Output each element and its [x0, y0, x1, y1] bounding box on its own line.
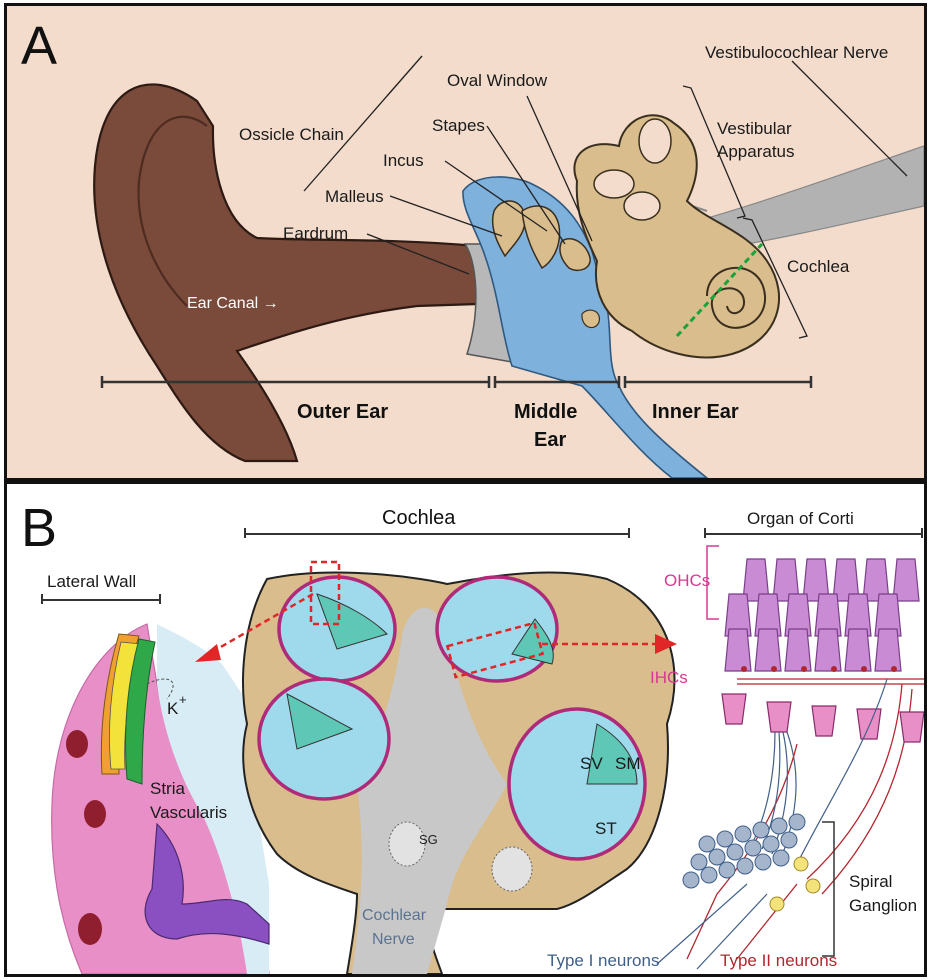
- label-type2-neurons: Type II neurons: [720, 951, 837, 970]
- label-spiral-line2: Ganglion: [849, 896, 917, 915]
- label-cochlear-nerve-line1: Cochlear: [362, 907, 427, 924]
- vessel-3: [78, 913, 102, 945]
- outer-hair-cells: [725, 559, 919, 671]
- label-stapes: Stapes: [432, 116, 485, 135]
- label-inner-ear: Inner Ear: [652, 401, 739, 423]
- label-sm: SM: [615, 754, 641, 773]
- type2-fibers: [687, 679, 924, 959]
- panel-b-drawing: K + SV SM ST SG Cochlear Nerve: [7, 484, 924, 974]
- label-k-plus: K: [167, 699, 179, 718]
- semicircular-canal-1: [594, 170, 634, 198]
- label-ear-canal: Ear Canal →: [187, 295, 279, 312]
- label-middle-ear-line2: Ear: [534, 429, 566, 451]
- label-type1-neurons: Type I neurons: [547, 951, 659, 970]
- label-ossicle-chain: Ossicle Chain: [239, 125, 344, 144]
- panel-b-letter: B: [21, 498, 57, 558]
- heading-cochlea: Cochlea: [382, 507, 456, 529]
- panel-a-letter: A: [21, 16, 57, 76]
- label-ohcs: OHCs: [664, 571, 710, 590]
- label-vestibular-line2: Apparatus: [717, 142, 795, 161]
- panel-b: K + SV SM ST SG Cochlear Nerve: [4, 481, 927, 977]
- label-vestibular-line1: Vestibular: [717, 119, 792, 138]
- label-k-plus-sup: +: [179, 692, 187, 707]
- label-stria-line2: Vascularis: [150, 803, 227, 822]
- label-cochlea-a: Cochlea: [787, 257, 850, 276]
- spiral-ganglion-2: [492, 847, 532, 891]
- label-outer-ear: Outer Ear: [297, 401, 388, 423]
- spiral-ganglion-cells: [683, 814, 805, 888]
- panel-a: A Vestibulocochlear Nerve Oval Window Os…: [4, 3, 927, 481]
- semicircular-canal-2: [639, 119, 671, 163]
- vessel-2: [84, 800, 106, 828]
- label-eardrum: Eardrum: [283, 224, 348, 243]
- label-sg: SG: [419, 832, 438, 847]
- label-sv: SV: [580, 754, 603, 773]
- label-malleus: Malleus: [325, 187, 384, 206]
- label-oval-window: Oval Window: [447, 71, 548, 90]
- label-incus: Incus: [383, 151, 424, 170]
- vessel-1: [66, 730, 88, 758]
- round-window-shape: [582, 310, 599, 327]
- label-spiral-line1: Spiral: [849, 872, 892, 891]
- label-st: ST: [595, 819, 617, 838]
- label-middle-ear-line1: Middle: [514, 401, 577, 423]
- spiral-ganglion-bracket: [822, 822, 834, 956]
- semicircular-canal-3: [624, 192, 660, 220]
- label-stria-line1: Stria: [150, 779, 186, 798]
- label-ihcs: IHCs: [650, 668, 688, 687]
- panel-a-drawing: A Vestibulocochlear Nerve Oval Window Os…: [7, 6, 924, 478]
- heading-organ-of-corti: Organ of Corti: [747, 509, 854, 528]
- heading-lateral-wall: Lateral Wall: [47, 572, 136, 591]
- label-vestibulocochlear-nerve: Vestibulocochlear Nerve: [705, 43, 888, 62]
- label-cochlear-nerve-line2: Nerve: [372, 931, 415, 948]
